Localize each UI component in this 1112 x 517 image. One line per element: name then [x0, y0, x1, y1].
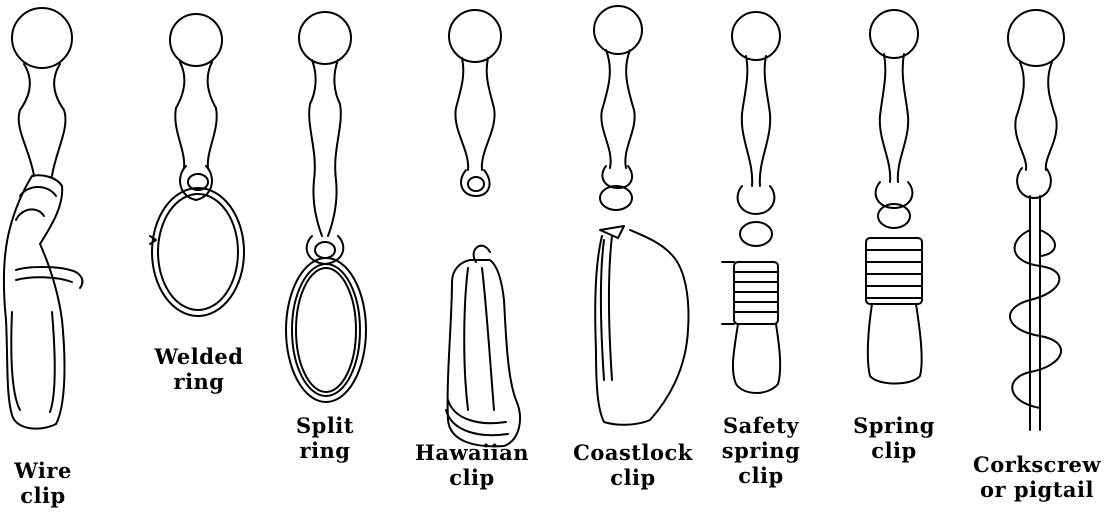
label-welded-ring: Welded ring	[144, 344, 254, 394]
welded-ring-swivel-icon	[150, 14, 244, 316]
label-line: spring	[706, 438, 816, 463]
label-line: Hawaiian	[402, 440, 542, 465]
label-line: Safety	[706, 413, 816, 438]
label-line: clip	[0, 483, 86, 508]
corkscrew-swivel-icon	[1008, 10, 1064, 430]
coastlock-clip-swivel-icon	[594, 6, 688, 425]
label-line: ring	[144, 369, 254, 394]
label-line: or pigtail	[962, 477, 1112, 502]
label-line: Coastlock	[558, 440, 708, 465]
label-line: Split	[280, 413, 370, 438]
label-line: clip	[834, 438, 954, 463]
label-hawaiian-clip: Hawaiian clip	[402, 440, 542, 490]
label-line: clip	[402, 465, 542, 490]
label-coastlock-clip: Coastlock clip	[558, 440, 708, 490]
label-line: Wire	[0, 458, 86, 483]
spring-clip-swivel-icon	[866, 10, 922, 384]
label-line: clip	[706, 463, 816, 488]
label-safety-spring-clip: Safety spring clip	[706, 413, 816, 488]
label-wire-clip: Wire clip	[0, 458, 86, 508]
wire-clip-swivel-icon	[4, 8, 82, 429]
safety-spring-clip-swivel-icon	[722, 12, 780, 393]
label-split-ring: Split ring	[280, 413, 370, 463]
label-corkscrew: Corkscrew or pigtail	[962, 452, 1112, 502]
label-line: ring	[280, 438, 370, 463]
split-ring-swivel-icon	[286, 12, 366, 402]
hawaiian-clip-swivel-icon	[446, 10, 520, 446]
label-line: clip	[558, 465, 708, 490]
label-line: Welded	[144, 344, 254, 369]
label-line: Corkscrew	[962, 452, 1112, 477]
label-line: Spring	[834, 413, 954, 438]
label-spring-clip: Spring clip	[834, 413, 954, 463]
